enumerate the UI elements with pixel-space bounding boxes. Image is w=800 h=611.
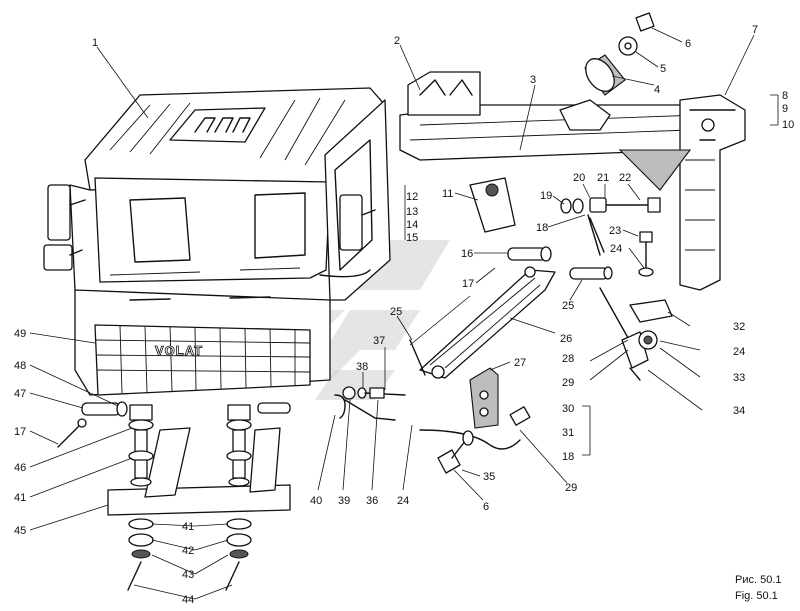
callouts: 1 2 3 4 5 6 7 8 9 10 11 12 13 14 15 16 1… xyxy=(14,24,794,606)
cable-29 xyxy=(419,406,531,450)
callout-label: 46 xyxy=(14,462,26,474)
callout-label: 23 xyxy=(609,225,621,237)
callout-label: 7 xyxy=(752,24,758,36)
callout-label: 8 xyxy=(782,90,788,102)
callout-label: 16 xyxy=(461,248,473,260)
callout-label: 47 xyxy=(14,388,26,400)
callout-label: 24 xyxy=(733,346,745,358)
callout-label: 9 xyxy=(782,103,788,115)
bolt-23 xyxy=(638,231,654,277)
hardware-36-40 xyxy=(334,386,406,421)
caption-ru: Рис. 50.1 xyxy=(735,574,782,586)
bolt-35 xyxy=(437,430,474,474)
callout-label: 29 xyxy=(565,482,577,494)
brand-label: VOLAT xyxy=(155,343,203,358)
callout-label: 33 xyxy=(733,372,745,384)
callout-label: 21 xyxy=(597,172,609,184)
callout-label: 32 xyxy=(733,321,745,333)
callout-label: 10 xyxy=(782,119,794,131)
cab: VOLAT xyxy=(43,87,391,396)
callout-label: 36 xyxy=(366,495,378,507)
callout-label: 22 xyxy=(619,172,631,184)
callout-label: 17 xyxy=(462,278,474,290)
callout-label: 12 xyxy=(406,191,418,203)
callout-label: 25 xyxy=(390,306,402,318)
callout-label: 30 xyxy=(562,403,574,415)
callout-label: 27 xyxy=(514,357,526,369)
callout-label: 28 xyxy=(562,353,574,365)
callout-label: 20 xyxy=(573,172,585,184)
callout-label: 29 xyxy=(562,377,574,389)
callout-label: 18 xyxy=(562,451,574,463)
callout-label: 31 xyxy=(562,427,574,439)
callout-label: 26 xyxy=(560,333,572,345)
callout-label: 49 xyxy=(14,328,26,340)
callout-label: 5 xyxy=(660,63,666,75)
callout-label: 19 xyxy=(540,190,552,202)
bushing-parts xyxy=(584,12,655,96)
callout-label: 38 xyxy=(356,361,368,373)
pin-25-right xyxy=(569,266,613,280)
callout-label: 15 xyxy=(406,232,418,244)
cable-assembly xyxy=(599,287,673,381)
figure-caption: Рис. 50.1 Fig. 50.1 xyxy=(735,574,782,602)
torsion-arm-26 xyxy=(409,266,556,379)
callout-label: 44 xyxy=(182,594,194,606)
callout-label: 41 xyxy=(14,492,26,504)
callout-label: 4 xyxy=(654,84,660,96)
bracket-27 xyxy=(469,367,499,429)
pin-16 xyxy=(507,246,552,262)
callout-label: 35 xyxy=(483,471,495,483)
callout-label: 37 xyxy=(373,335,385,347)
callout-label: 3 xyxy=(530,74,536,86)
callout-label: 18 xyxy=(536,222,548,234)
callout-label: 25 xyxy=(562,300,574,312)
callout-label: 13 xyxy=(406,206,418,218)
front-supports xyxy=(57,401,291,479)
bolt-assembly xyxy=(560,197,661,256)
callout-label: 48 xyxy=(14,360,26,372)
callout-label: 11 xyxy=(442,188,453,200)
caption-en: Fig. 50.1 xyxy=(735,590,778,602)
callout-label: 17 xyxy=(14,426,26,438)
callout-label: 14 xyxy=(406,219,418,231)
callout-label: 45 xyxy=(14,525,26,537)
callout-label: 6 xyxy=(483,501,489,513)
callout-label: 43 xyxy=(182,569,194,581)
callout-label: 34 xyxy=(733,405,745,417)
callout-label: 1 xyxy=(92,37,98,49)
callout-label: 40 xyxy=(310,495,322,507)
subframe xyxy=(399,71,746,291)
callout-label: 2 xyxy=(394,35,400,47)
callout-label: 39 xyxy=(338,495,350,507)
callout-label: 41 xyxy=(182,521,194,533)
bracket-11 xyxy=(469,177,516,233)
crossmember-45 xyxy=(107,427,291,516)
callout-label: 24 xyxy=(397,495,409,507)
callout-label: 6 xyxy=(685,38,691,50)
callout-label: 42 xyxy=(182,545,194,557)
callout-label: 24 xyxy=(610,243,622,255)
